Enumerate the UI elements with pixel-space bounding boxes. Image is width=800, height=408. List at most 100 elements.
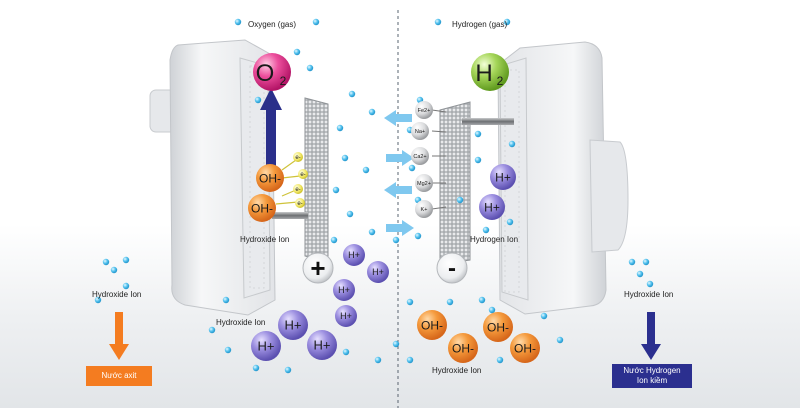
plus-sign: + bbox=[310, 253, 325, 283]
water-drop bbox=[362, 166, 370, 174]
water-drop bbox=[312, 18, 320, 26]
h-ion: H+ bbox=[251, 331, 281, 361]
oh-ion-label: OH- bbox=[487, 320, 509, 334]
oxygen-gas-label: Oxygen (gas) bbox=[248, 20, 297, 29]
water-drop bbox=[406, 356, 414, 364]
water-drop bbox=[348, 90, 356, 98]
oh-ion-label: OH- bbox=[259, 171, 281, 185]
mineral-ion-label: Na+ bbox=[415, 129, 425, 135]
water-drop bbox=[408, 164, 416, 172]
water-drop bbox=[368, 108, 376, 116]
oh-ion: OH- bbox=[448, 333, 478, 363]
acid-water-box: Nước axit bbox=[86, 366, 152, 386]
water-drop bbox=[368, 228, 376, 236]
hydroxide-ion-plate-label: Hydroxide Ion bbox=[240, 235, 290, 244]
water-drop bbox=[446, 298, 454, 306]
water-drop bbox=[456, 196, 464, 204]
water-drop bbox=[122, 282, 130, 290]
h-ion-label: H+ bbox=[495, 170, 511, 184]
h-ion-label: H+ bbox=[348, 250, 360, 260]
h-ion: H+ bbox=[367, 261, 389, 283]
water-drop bbox=[508, 140, 516, 148]
hydrogen-ion-plate-label: Hydrogen Ion bbox=[470, 235, 519, 244]
o2-bubble: O 2 bbox=[253, 53, 291, 91]
h-ion-label: H+ bbox=[338, 285, 350, 295]
o2-subscript: 2 bbox=[280, 74, 287, 88]
mineral-ion: Fe2+ bbox=[415, 101, 433, 119]
oh-ion: OH- bbox=[417, 310, 447, 340]
h-ion-label: H+ bbox=[484, 200, 500, 214]
right-mesh-electrode bbox=[439, 101, 514, 265]
water-drop bbox=[496, 356, 504, 364]
ion-flow-arrows bbox=[384, 110, 414, 236]
water-drop bbox=[628, 258, 636, 266]
water-drop bbox=[488, 306, 496, 314]
alkaline-water-box: Nước Hydrogen Ion kiềm bbox=[612, 364, 692, 388]
alkaline-output-arrow bbox=[641, 312, 661, 360]
h2-bubble: H 2 bbox=[471, 53, 509, 91]
electron-label: e- bbox=[295, 187, 300, 193]
mineral-ion: K+ bbox=[415, 200, 433, 218]
electron: e- bbox=[293, 152, 303, 162]
electron: e- bbox=[295, 198, 305, 208]
h-ion-label: H+ bbox=[372, 267, 384, 277]
water-drop bbox=[336, 124, 344, 132]
electron-label: e- bbox=[295, 155, 300, 161]
h-ion: H+ bbox=[490, 164, 516, 190]
mineral-connectors bbox=[431, 109, 447, 210]
oh-ion-label: OH- bbox=[251, 201, 273, 215]
water-drop bbox=[110, 266, 118, 274]
electron-label: e- bbox=[300, 172, 305, 178]
minus-sign: - bbox=[448, 255, 456, 282]
right-electrode-housing bbox=[497, 41, 629, 315]
water-droplets bbox=[94, 18, 654, 374]
mineral-ion-label: K+ bbox=[421, 207, 428, 213]
water-drop bbox=[94, 296, 102, 304]
h2-symbol: H bbox=[475, 60, 492, 87]
water-drop bbox=[208, 326, 216, 334]
alkaline-water-label-line1: Nước Hydrogen bbox=[623, 366, 681, 375]
mineral-ion: Mg2+ bbox=[415, 174, 433, 192]
h-ion-label: H+ bbox=[285, 318, 302, 333]
water-drop bbox=[392, 340, 400, 348]
water-drop bbox=[406, 298, 414, 306]
h-ion-label: H+ bbox=[258, 339, 275, 354]
water-drop bbox=[234, 18, 242, 26]
water-drop bbox=[293, 48, 301, 56]
water-drop bbox=[346, 210, 354, 218]
water-drop bbox=[224, 346, 232, 354]
water-drop bbox=[474, 156, 482, 164]
mineral-ion-label: Mg2+ bbox=[417, 181, 431, 187]
water-drop bbox=[332, 186, 340, 194]
water-drop bbox=[474, 130, 482, 138]
h-ion: H+ bbox=[335, 305, 357, 327]
water-drop bbox=[506, 218, 514, 226]
acid-output-arrow bbox=[109, 312, 129, 360]
water-drop bbox=[642, 258, 650, 266]
water-drop bbox=[102, 258, 110, 266]
water-drop bbox=[503, 18, 511, 26]
oh-ion-label: OH- bbox=[514, 341, 536, 355]
h-ion: H+ bbox=[278, 310, 308, 340]
h-ion: H+ bbox=[307, 330, 337, 360]
h-ion: H+ bbox=[333, 279, 355, 301]
h-ion: H+ bbox=[479, 194, 505, 220]
water-drop bbox=[478, 296, 486, 304]
o2-symbol: O bbox=[256, 60, 275, 87]
hydroxide-ion-bottom-left-label: Hydroxide Ion bbox=[216, 318, 266, 327]
oh-ion: OH- bbox=[248, 194, 276, 222]
h-ion-label: H+ bbox=[314, 338, 331, 353]
oh-ion-label: OH- bbox=[421, 318, 443, 332]
up-arrow bbox=[260, 88, 282, 166]
water-drop bbox=[540, 312, 548, 320]
water-drop bbox=[342, 348, 350, 356]
h-ion-label: H+ bbox=[340, 311, 352, 321]
hydroxide-ion-bottom-right-label: Hydroxide Ion bbox=[432, 366, 482, 375]
hydroxide-ion-right-label: Hydroxide Ion bbox=[624, 290, 674, 299]
water-drop bbox=[636, 270, 644, 278]
water-drop bbox=[284, 366, 292, 374]
ions: OH- OH-e-e-e-e- H+ H+ H+ H+ H+ H+ H+ H+ H+ OH- OH- OH… bbox=[248, 101, 540, 363]
water-drop bbox=[392, 236, 400, 244]
